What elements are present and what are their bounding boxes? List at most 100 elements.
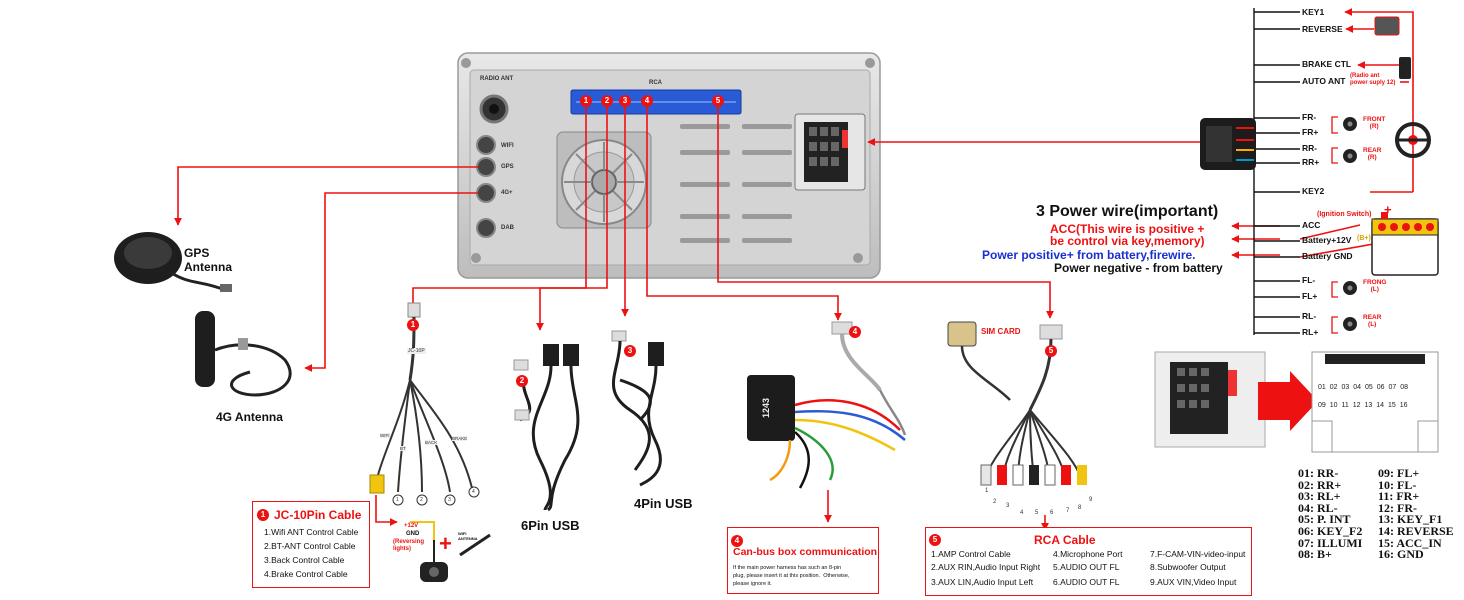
rca-num-8: 8 bbox=[1078, 505, 1082, 511]
jc-num-4: 4 bbox=[472, 489, 475, 495]
rca-num-3: 3 bbox=[1006, 503, 1010, 509]
cable-5-badge: 5 bbox=[1045, 345, 1057, 357]
wire-brake: BRAKE CTL bbox=[1302, 59, 1352, 69]
rca-item-9: 9.AUX VIN,Video Input bbox=[1150, 577, 1237, 587]
jc-num-1: 1 bbox=[396, 497, 399, 503]
wire-rr-plus: RR+ bbox=[1302, 157, 1320, 167]
rca-item-5: 5.AUDIO OUT FL bbox=[1053, 562, 1120, 572]
pin-diagram bbox=[1311, 351, 1439, 453]
auto-ant-note: (Radio ant power suply 12) bbox=[1350, 73, 1396, 86]
4pin-usb-cable-graphic bbox=[611, 330, 664, 487]
jc-tag-back: BACK bbox=[425, 440, 438, 445]
dab-port-label: DAB bbox=[501, 225, 514, 231]
wire-fr-minus: FR- bbox=[1302, 112, 1317, 122]
wire-rl-minus: RL- bbox=[1302, 311, 1317, 321]
rca-num-5: 5 bbox=[1035, 510, 1039, 516]
plus12v-label: +12V bbox=[404, 523, 419, 529]
reverse-switch-icon bbox=[1374, 16, 1400, 36]
wire-fr-plus: FR+ bbox=[1302, 127, 1319, 137]
wire-battery: Battery+12V bbox=[1302, 235, 1352, 245]
canbus-harness-graphic bbox=[747, 321, 907, 489]
speakers bbox=[1343, 117, 1357, 331]
front-r-label: FRONT (R) bbox=[1363, 116, 1386, 130]
6pin-usb-label: 6Pin USB bbox=[521, 518, 580, 533]
port-4-badge: 4 bbox=[641, 95, 653, 107]
steering-wheel-icon bbox=[1395, 122, 1431, 158]
rca-item-3: 3.AUX LIN,Audio Input Left bbox=[931, 577, 1034, 587]
acc-note: ACC(This wire is positive + be control v… bbox=[1050, 222, 1205, 248]
wifi-port-label: WIFI bbox=[501, 143, 514, 149]
harness-plug bbox=[1200, 118, 1256, 170]
bplus-label: (B+) bbox=[1357, 235, 1371, 242]
reverse-camera-icon bbox=[410, 521, 448, 582]
rca-box-badge: 5 bbox=[929, 531, 946, 549]
rear-r-label: REAR (R) bbox=[1363, 147, 1382, 161]
jc-num-3: 3 bbox=[448, 497, 451, 503]
canbus-box-heading: Can-bus box communication bbox=[733, 546, 878, 558]
gps-antenna-label: GPS Antenna bbox=[184, 246, 232, 274]
canbus-box-title: 4 bbox=[731, 532, 748, 550]
sim-card-label: SIM CARD bbox=[981, 327, 1021, 336]
canbus-box-text: If the main power harness has such an 8-… bbox=[733, 565, 850, 587]
6pin-usb-cable-graphic bbox=[513, 344, 580, 512]
wifi-antenna-icon bbox=[459, 533, 491, 557]
rca-item-1: 1.AMP Control Cable bbox=[931, 549, 1011, 559]
ignition-label: (Ignition Switch) bbox=[1317, 211, 1372, 218]
wire-bus bbox=[1253, 8, 1300, 335]
wire-battery-gnd: Battery GND bbox=[1302, 251, 1353, 261]
jc-item-2: 2.BT-ANT Control Cable bbox=[264, 541, 356, 551]
jc-tag-wifi: WIFI bbox=[380, 433, 390, 438]
rca-num-6: 6 bbox=[1050, 510, 1054, 516]
wire-acc: ACC bbox=[1302, 220, 1321, 230]
rear-l-label: REAR (L) bbox=[1363, 314, 1382, 328]
4g-antenna-label: 4G Antenna bbox=[216, 410, 283, 424]
cable-2-badge: 2 bbox=[516, 375, 528, 387]
4g-antenna-icon bbox=[195, 311, 292, 397]
cable-4-badge: 4 bbox=[849, 326, 861, 338]
wire-fl-plus: FL+ bbox=[1302, 291, 1318, 301]
connector-closeup bbox=[1154, 351, 1318, 448]
rca-item-7: 7.F-CAM-VIN-video-input bbox=[1150, 549, 1246, 559]
wifi-antenna-note: WIFI ANTENNA bbox=[458, 531, 478, 541]
rca-item-4: 4.Microphone Port bbox=[1053, 549, 1123, 559]
front-l-label: FRONG (L) bbox=[1363, 279, 1387, 293]
svg-text:+: + bbox=[439, 531, 452, 556]
rca-num-1: 1 bbox=[985, 488, 989, 494]
rca-num-2: 2 bbox=[993, 499, 997, 505]
jc-item-1: 1.Wifi ANT Control Cable bbox=[264, 527, 359, 537]
reversing-lights-note: (Reversing lights) bbox=[393, 539, 425, 552]
port-2-badge: 2 bbox=[601, 95, 613, 107]
jc-10pin-cable-graphic bbox=[369, 302, 480, 506]
svg-text:+: + bbox=[1384, 202, 1392, 217]
battery-icon: + bbox=[1371, 202, 1439, 276]
gps-antenna-icon bbox=[114, 232, 232, 292]
wire-reverse: REVERSE bbox=[1302, 24, 1343, 34]
rca-num-7: 7 bbox=[1066, 508, 1070, 514]
jc-num-2: 2 bbox=[420, 497, 423, 503]
port-3-badge: 3 bbox=[619, 95, 631, 107]
canbus-plug-tag: 1243 bbox=[761, 397, 772, 419]
jc-item-4: 4.Brake Control Cable bbox=[264, 569, 348, 579]
canbus-box: 4 Can-bus box communication If the main … bbox=[727, 527, 879, 594]
rca-item-8: 8.Subwoofer Output bbox=[1150, 562, 1226, 572]
port-5-badge: 5 bbox=[712, 95, 724, 107]
rca-num-4: 4 bbox=[1020, 510, 1024, 516]
jc-item-3: 3.Back Control Cable bbox=[264, 555, 345, 565]
rca-label: RCA bbox=[649, 80, 662, 86]
rca-box-title: RCA Cable bbox=[1034, 533, 1096, 547]
wire-key1: KEY1 bbox=[1302, 7, 1325, 17]
port-1-badge: 1 bbox=[580, 95, 592, 107]
jc-tag-brake: BRAKE bbox=[452, 436, 468, 441]
rca-item-2: 2.AUX RIN,Audio Input Right bbox=[931, 562, 1041, 572]
head-unit bbox=[457, 52, 881, 279]
cable-3-badge: 3 bbox=[624, 345, 636, 357]
jc-cable-tag: JC-10P bbox=[407, 348, 426, 354]
connection-lines bbox=[174, 8, 1431, 531]
pin-row-1: 01 02 03 04 05 06 07 08 bbox=[1318, 384, 1409, 391]
radio-ant-label: RADIO ANT bbox=[480, 76, 514, 82]
